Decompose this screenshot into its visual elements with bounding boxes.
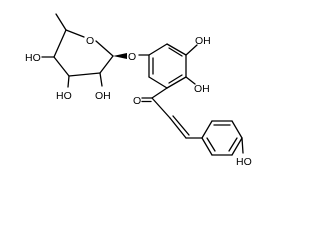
- bond-carbonyl-alpha: [151, 97, 171, 119]
- bond-ring-top-oh: [185, 44, 198, 56]
- ring-oh-top-label: OH: [195, 35, 211, 47]
- bond-c2-c3: [68, 72, 101, 77]
- molecule-structure: O O HO HO OH OH OH O HO: [25, 13, 252, 168]
- carbonyl-oxygen-label: O: [133, 95, 141, 107]
- bond-para-oh: [241, 137, 244, 154]
- aromatic-ring-b: [201, 120, 244, 156]
- ring-b-bond-6: [201, 137, 213, 156]
- ring-a-double-2: [168, 74, 183, 84]
- sugar-ho-4-label: HO: [25, 52, 41, 64]
- ring-a-double-1: [168, 47, 183, 57]
- bond-o-c1: [95, 40, 114, 57]
- aromatic-ring-a: [138, 43, 198, 89]
- ring-b-bond-1: [201, 120, 213, 139]
- bond-c4-c5: [53, 29, 67, 58]
- bond-ring-carbonyl: [151, 87, 168, 99]
- phenol-ho-label: HO: [236, 156, 252, 168]
- sugar-ho-3-label: HO: [56, 90, 72, 102]
- alkene-bond-2: [172, 115, 190, 136]
- ring-b-bond-4: [231, 137, 243, 156]
- glycosidic-oxygen-label: O: [128, 51, 136, 63]
- ring-b-double-3: [206, 137, 216, 152]
- ring-a-bond-1: [148, 43, 168, 56]
- bond-c3-oh: [67, 75, 70, 88]
- ring-a-bond-5: [148, 76, 168, 89]
- bond-c3-c4: [53, 56, 70, 77]
- ring-oh-ortho-label: OH: [194, 83, 210, 95]
- ring-oxygen-label: O: [86, 35, 94, 47]
- sugar-ring: [41, 13, 127, 88]
- atom-labels: O O HO HO OH OH OH O HO: [25, 35, 252, 168]
- enone-linker: [141, 87, 203, 139]
- bond-c1-c2: [99, 55, 114, 74]
- structure-drawing: O O HO HO OH OH OH O HO: [25, 13, 252, 168]
- sugar-oh-2-label: OH: [95, 90, 111, 102]
- bond-c2-oh: [99, 72, 103, 87]
- glycosidic-wedge: [113, 53, 127, 59]
- ring-b-double-2: [228, 137, 238, 152]
- methyl-bond: [55, 13, 67, 31]
- ring-b-bond-3: [231, 120, 243, 139]
- ring-a-bond-4: [166, 76, 187, 89]
- bond-c5-o: [65, 29, 85, 38]
- alkene-bond-1: [169, 117, 187, 139]
- ring-a-bond-2: [166, 43, 187, 56]
- bond-ring-ortho-oh: [185, 76, 196, 85]
